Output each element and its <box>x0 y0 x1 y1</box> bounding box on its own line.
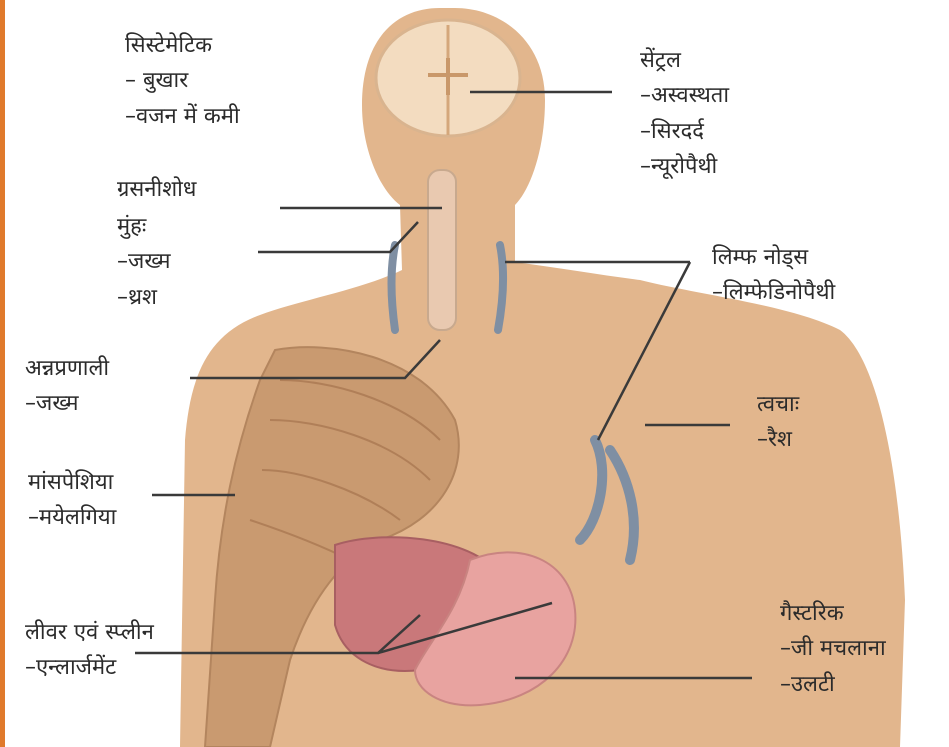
label-skin-item: –रैश <box>757 427 799 453</box>
label-gastric: गैस्टरिक –जी मचलाना –उलटी <box>780 601 886 698</box>
label-gastric-item: –उलटी <box>780 672 886 698</box>
label-skin-title: त्वचाः <box>757 392 799 418</box>
label-central-item: –सिरदर्द <box>640 119 729 145</box>
label-mouth-item: –थ्रश <box>117 285 171 311</box>
label-central-item: –अस्वस्थता <box>640 83 729 109</box>
label-skin: त्वचाः –रैश <box>757 392 799 454</box>
label-muscles: मांसपेशिया –मयेलगिया <box>28 470 116 532</box>
label-pharynx: ग्रसनीशोध <box>117 177 196 203</box>
label-esophagus: अन्नप्रणाली –जख्म <box>25 356 109 418</box>
label-systemic-item: –वजन में कमी <box>125 104 240 130</box>
label-pharynx-title: ग्रसनीशोध <box>117 177 196 203</box>
label-mouth-item: –जख्म <box>117 249 171 275</box>
label-central-title: सेंट्रल <box>640 48 729 74</box>
label-lymph-nodes-title: लिम्फ नोड्स <box>712 245 835 271</box>
label-systemic-title: सिस्टेमेटिक <box>125 33 240 59</box>
leader-mouth <box>258 222 418 252</box>
label-central-item: –न्यूरोपैथी <box>640 154 729 180</box>
label-systemic: सिस्टेमेटिक – बुखार –वजन में कमी <box>125 33 240 130</box>
label-gastric-title: गैस्टरिक <box>780 601 886 627</box>
label-lymph-nodes: लिम्फ नोड्स –लिम्फेडिनोपैथी <box>712 245 835 307</box>
label-liver-spleen-item: –एन्लार्जमेंट <box>25 655 154 681</box>
trachea <box>428 170 456 330</box>
label-lymph-nodes-item: –लिम्फेडिनोपैथी <box>712 280 835 306</box>
label-liver-spleen-title: लीवर एवं स्प्लीन <box>25 620 154 646</box>
label-mouth: मुंहः –जख्म –थ्रश <box>117 214 171 311</box>
label-central: सेंट्रल –अस्वस्थता –सिरदर्द –न्यूरोपैथी <box>640 48 729 181</box>
label-gastric-item: –जी मचलाना <box>780 636 886 662</box>
label-liver-spleen: लीवर एवं स्प्लीन –एन्लार्जमेंट <box>25 620 154 682</box>
neck-lymph-left <box>392 245 396 330</box>
label-mouth-title: मुंहः <box>117 214 171 240</box>
label-systemic-item: – बुखार <box>125 68 240 94</box>
label-muscles-title: मांसपेशिया <box>28 470 116 496</box>
label-muscles-item: –मयेलगिया <box>28 505 116 531</box>
label-esophagus-item: –जख्म <box>25 391 109 417</box>
label-esophagus-title: अन्नप्रणाली <box>25 356 109 382</box>
